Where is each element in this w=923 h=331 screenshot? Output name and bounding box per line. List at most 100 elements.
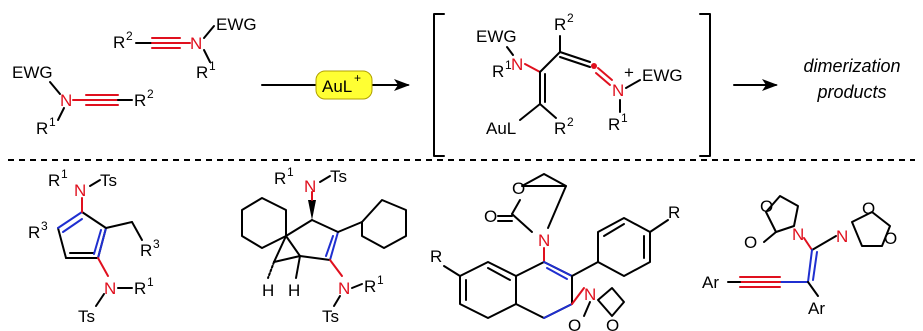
bond <box>807 281 819 297</box>
bond <box>583 301 591 317</box>
bond <box>649 219 669 233</box>
bond <box>571 261 599 277</box>
label-n: N <box>538 231 550 250</box>
wedge-bond <box>308 200 316 220</box>
label-r3: R <box>28 223 40 242</box>
label-o: O <box>512 179 525 198</box>
catalyst-arrow: AuL + <box>261 70 410 100</box>
bond <box>95 293 105 307</box>
label-r2: R <box>113 33 125 52</box>
label-r1-sup: 1 <box>621 111 628 125</box>
label-r3-sup: 3 <box>153 237 160 251</box>
bond <box>511 199 521 215</box>
label-r1: R <box>274 169 286 188</box>
bond <box>299 255 331 261</box>
bond <box>539 51 561 73</box>
label-ewg: EWG <box>12 63 53 82</box>
label-n: N <box>190 34 202 53</box>
label-o: O <box>484 207 497 226</box>
bracket-right <box>699 13 711 157</box>
bond <box>105 221 133 229</box>
bond-double-red <box>597 67 613 81</box>
label-r1: R <box>196 63 208 82</box>
bond <box>89 179 101 187</box>
bond <box>285 219 313 237</box>
label-ts: Ts <box>330 167 347 186</box>
label-aul: AuL <box>486 119 516 138</box>
bond-red <box>329 259 343 277</box>
bond <box>295 255 301 279</box>
label-catalyst-sup: + <box>354 71 361 85</box>
oxazolidinone-right <box>851 211 891 247</box>
label-o: O <box>744 233 757 252</box>
label-r3: R <box>140 241 152 260</box>
bond <box>203 49 211 63</box>
bond <box>811 235 837 251</box>
bond-double-red <box>595 72 611 86</box>
bond-new <box>93 229 102 255</box>
label-n: N <box>511 55 523 74</box>
label-n: N <box>104 279 116 298</box>
label-catalyst: AuL <box>322 77 352 96</box>
bond <box>333 295 341 307</box>
label-ewg: EWG <box>642 66 683 85</box>
label-r1-sup: 1 <box>209 59 216 73</box>
product-enyne: O O N N O O Ar Ar <box>702 195 897 318</box>
bond <box>625 79 641 89</box>
label-o: O <box>606 316 619 331</box>
label-r1-sup: 1 <box>49 115 56 129</box>
label-r2-sup: 2 <box>567 115 574 129</box>
label-r1-sup: 1 <box>61 167 68 181</box>
bond <box>273 235 287 263</box>
label-r3-sup: 3 <box>41 219 48 233</box>
bond-new <box>325 235 334 257</box>
bond-double <box>559 51 591 63</box>
bond-new <box>57 211 83 229</box>
label-h: H <box>288 281 300 300</box>
label-r2-sup: 2 <box>567 11 574 25</box>
bond-new-double <box>807 249 813 283</box>
aryl-ring <box>597 217 651 277</box>
carbene-dot <box>591 63 597 69</box>
bond <box>351 283 363 289</box>
bond <box>57 227 67 259</box>
bond <box>285 235 301 257</box>
ynamide-lower: EWG N R 2 R 1 <box>12 63 154 138</box>
label-o: O <box>760 197 773 216</box>
bond <box>337 221 363 233</box>
label-ar: Ar <box>808 299 825 318</box>
bond-new <box>543 261 573 277</box>
bond <box>763 231 777 243</box>
bond <box>511 213 533 233</box>
intermediate-bracket: EWG R 1 N R 2 N + EWG R 1 AuL R 2 <box>433 11 711 157</box>
oxazolidinone-bottom <box>597 287 625 317</box>
label-o: O <box>862 199 875 218</box>
label-r1-sup: 1 <box>505 58 512 72</box>
label-n: N <box>74 181 86 200</box>
bond <box>131 221 143 241</box>
bond-red <box>803 237 813 251</box>
bond-red <box>571 287 585 305</box>
outcome-line-2: products <box>816 82 886 102</box>
oxazolidinone-left <box>765 195 799 233</box>
bond <box>547 185 567 229</box>
label-r1-sup: 1 <box>287 165 294 179</box>
label-o: O <box>884 229 897 248</box>
label-r1: R <box>492 62 504 81</box>
bond <box>539 103 557 119</box>
label-r1: R <box>608 115 620 134</box>
ynamide-upper: R 2 N EWG R 1 <box>113 15 257 82</box>
label-n: N <box>792 225 804 244</box>
product-cyclopentadiene: N R 1 Ts R 3 R 3 N R 1 Ts <box>28 167 160 326</box>
bond <box>203 25 215 39</box>
label-r1: R <box>48 171 60 190</box>
label-n: N <box>338 279 350 298</box>
bond <box>57 107 65 121</box>
label-plus: + <box>624 63 634 82</box>
label-ts: Ts <box>100 171 117 190</box>
label-n: N <box>612 81 624 100</box>
bond <box>443 265 461 277</box>
hashed-bond <box>267 261 275 279</box>
bond <box>319 175 331 183</box>
